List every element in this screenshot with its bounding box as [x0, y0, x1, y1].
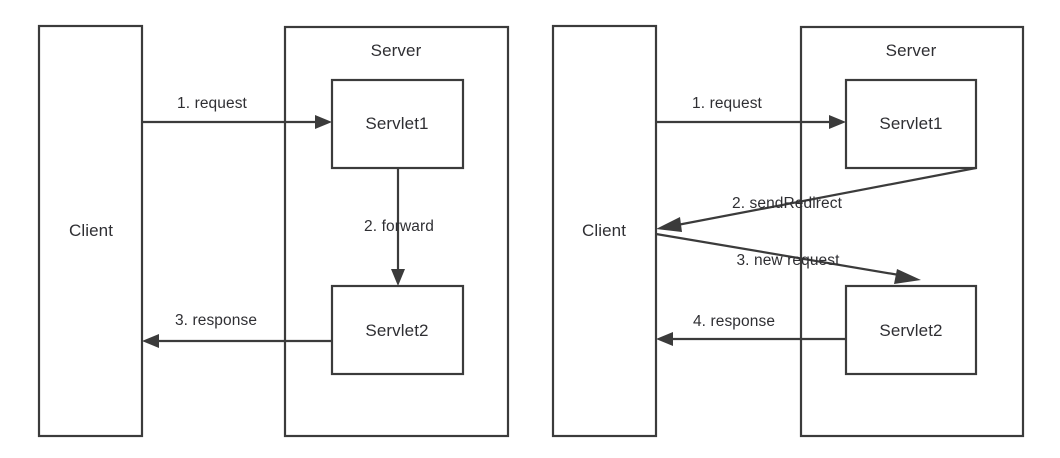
edge-label-response: 4. response	[692, 313, 776, 330]
servlet1-label: Servlet1	[879, 114, 943, 133]
client-box[interactable]	[37, 24, 144, 438]
edge-sendredirect-arrow	[656, 166, 977, 232]
edge-response-arrow	[142, 334, 332, 348]
server-label: Server	[370, 41, 422, 60]
edge-label-sendredirect: 2. sendRedirect	[731, 195, 843, 212]
client-label: Client	[581, 221, 627, 240]
client-label: Client	[68, 221, 114, 240]
edge-label-response: 3. response	[174, 312, 258, 329]
edge-new-request-arrow	[655, 232, 921, 284]
sendredirect-diagram	[551, 24, 1025, 438]
servlet2-box[interactable]	[844, 284, 978, 376]
edge-label-new-request: 3. new request	[736, 252, 840, 269]
client-box[interactable]	[551, 24, 658, 438]
servlet1-box[interactable]	[844, 78, 978, 170]
edge-label-forward: 2. forward	[364, 218, 434, 235]
servlet2-label: Servlet2	[365, 321, 429, 340]
edge-label-request: 1. request	[692, 95, 762, 112]
servlet2-label: Servlet2	[879, 321, 943, 340]
servlet1-label: Servlet1	[365, 114, 429, 133]
servlet2-box[interactable]	[330, 284, 465, 376]
forward-diagram	[37, 24, 510, 438]
servlet1-box[interactable]	[330, 78, 465, 170]
edge-response-arrow	[656, 332, 846, 346]
edge-forward-arrow	[391, 168, 405, 286]
server-label: Server	[885, 41, 937, 60]
edge-request-arrow	[142, 115, 332, 129]
edge-request-arrow	[656, 115, 846, 129]
edge-label-request: 1. request	[177, 95, 247, 112]
